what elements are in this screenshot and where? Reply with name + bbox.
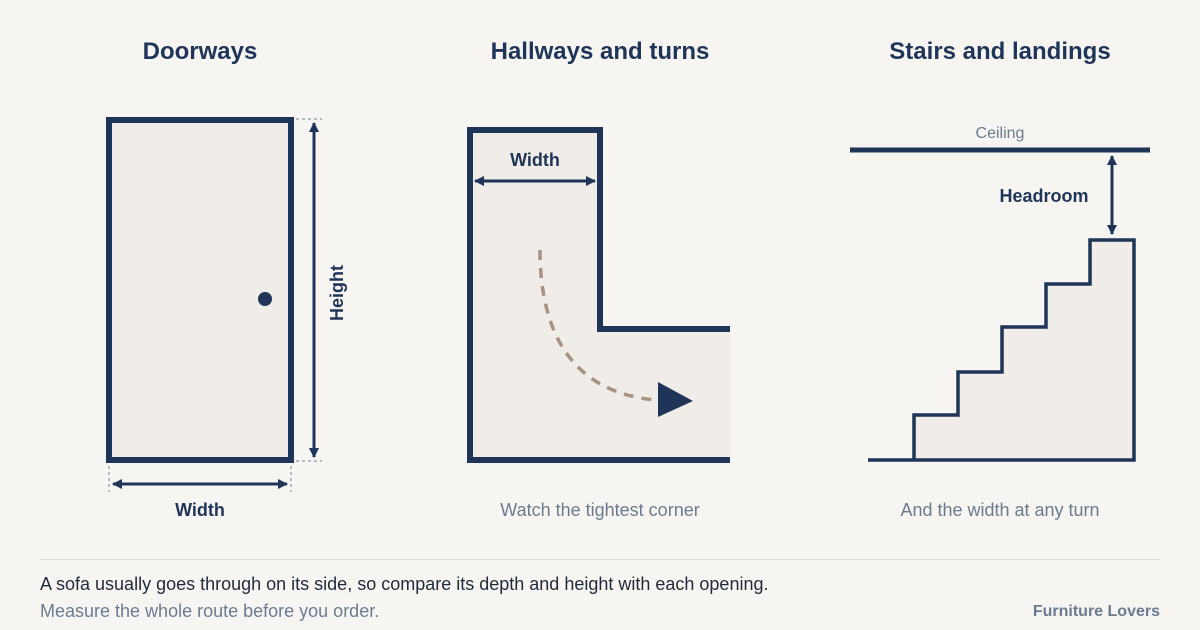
hallway-walls bbox=[467, 127, 730, 463]
headroom-label: Headroom bbox=[999, 186, 1088, 206]
footer-note: A sofa usually goes through on its side,… bbox=[40, 574, 769, 594]
door-height-label: Height bbox=[327, 265, 347, 321]
hallway-caption: Watch the tightest corner bbox=[500, 500, 699, 520]
door-knob bbox=[258, 292, 272, 306]
stairs-fill bbox=[914, 240, 1134, 460]
stairs-outline bbox=[868, 238, 1136, 462]
stairs-title: Stairs and landings bbox=[889, 38, 1110, 65]
stairs-caption: And the width at any turn bbox=[900, 500, 1099, 520]
turn-path bbox=[538, 249, 656, 402]
footer-subnote: Measure the whole route before you order… bbox=[40, 601, 380, 621]
door-frame bbox=[106, 117, 294, 463]
hallway-width-label: Width bbox=[510, 150, 560, 170]
hallways-title: Hallways and turns bbox=[491, 38, 710, 65]
doorways-panel: Doorways Height Width bbox=[106, 38, 347, 520]
turn-direction-arrow bbox=[658, 382, 693, 417]
footer-divider bbox=[40, 559, 1160, 560]
ceiling-label: Ceiling bbox=[976, 125, 1025, 142]
door-width-label: Width bbox=[175, 500, 225, 520]
brand-name: Furniture Lovers bbox=[1032, 603, 1160, 620]
hallways-panel: Hallways and turns Width Watch the tight… bbox=[467, 38, 730, 520]
stairs-panel: Stairs and landings Ceiling Headroom And… bbox=[850, 38, 1150, 520]
doorways-title: Doorways bbox=[143, 38, 258, 65]
